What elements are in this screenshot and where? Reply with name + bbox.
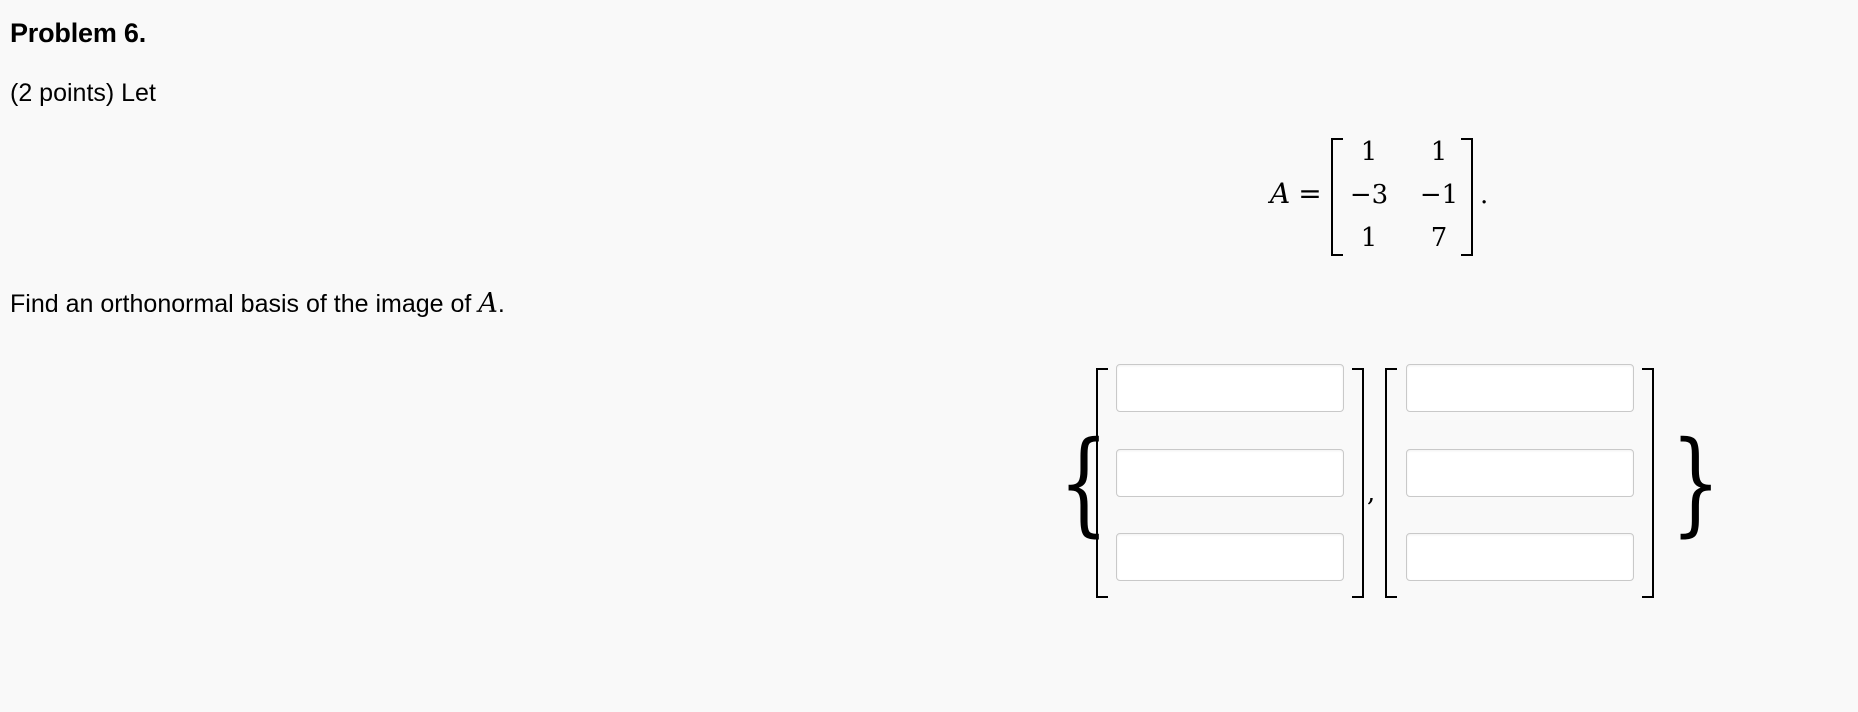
- vector2-entry3-input[interactable]: [1406, 533, 1634, 581]
- matrix-label: A=: [1270, 177, 1322, 210]
- vector1-entry1-input[interactable]: [1116, 364, 1344, 412]
- vector2-entry2-input[interactable]: [1406, 449, 1634, 497]
- vector2-entry1-input[interactable]: [1406, 364, 1634, 412]
- close-brace: }: [1670, 418, 1721, 548]
- matrix-cell: 1: [1360, 223, 1378, 253]
- vector2-right-bracket: [1642, 368, 1654, 598]
- open-brace: {: [1058, 418, 1109, 548]
- question-period: .: [497, 290, 505, 318]
- matrix-cell: 1: [1360, 137, 1378, 167]
- vector1-entry3-input[interactable]: [1116, 533, 1344, 581]
- final-period: .: [1696, 470, 1705, 500]
- matrix-cell: −3: [1349, 180, 1389, 210]
- matrix-cell: −1: [1419, 180, 1459, 210]
- equals-sign: =: [1298, 177, 1322, 210]
- matrix-name: A: [1270, 177, 1291, 210]
- vector1-entry2-input[interactable]: [1116, 449, 1344, 497]
- vector1-left-bracket: [1096, 368, 1108, 598]
- question-variable: A: [478, 288, 498, 319]
- matrix-cell: 7: [1430, 223, 1448, 253]
- vector2-left-bracket: [1385, 368, 1397, 598]
- vector1-right-bracket: [1352, 368, 1364, 598]
- question-text: Find an orthonormal basis of the image o…: [10, 288, 505, 319]
- problem-title: Problem 6.: [10, 18, 147, 48]
- matrix-period: .: [1480, 180, 1489, 210]
- matrix-cell: 1: [1430, 137, 1448, 167]
- matrix-right-bracket: [1461, 138, 1473, 256]
- points-line: (2 points) Let: [10, 79, 156, 107]
- comma: ,: [1367, 478, 1376, 508]
- question-prompt: Find an orthonormal basis of the image o…: [10, 290, 479, 318]
- matrix-left-bracket: [1331, 138, 1343, 256]
